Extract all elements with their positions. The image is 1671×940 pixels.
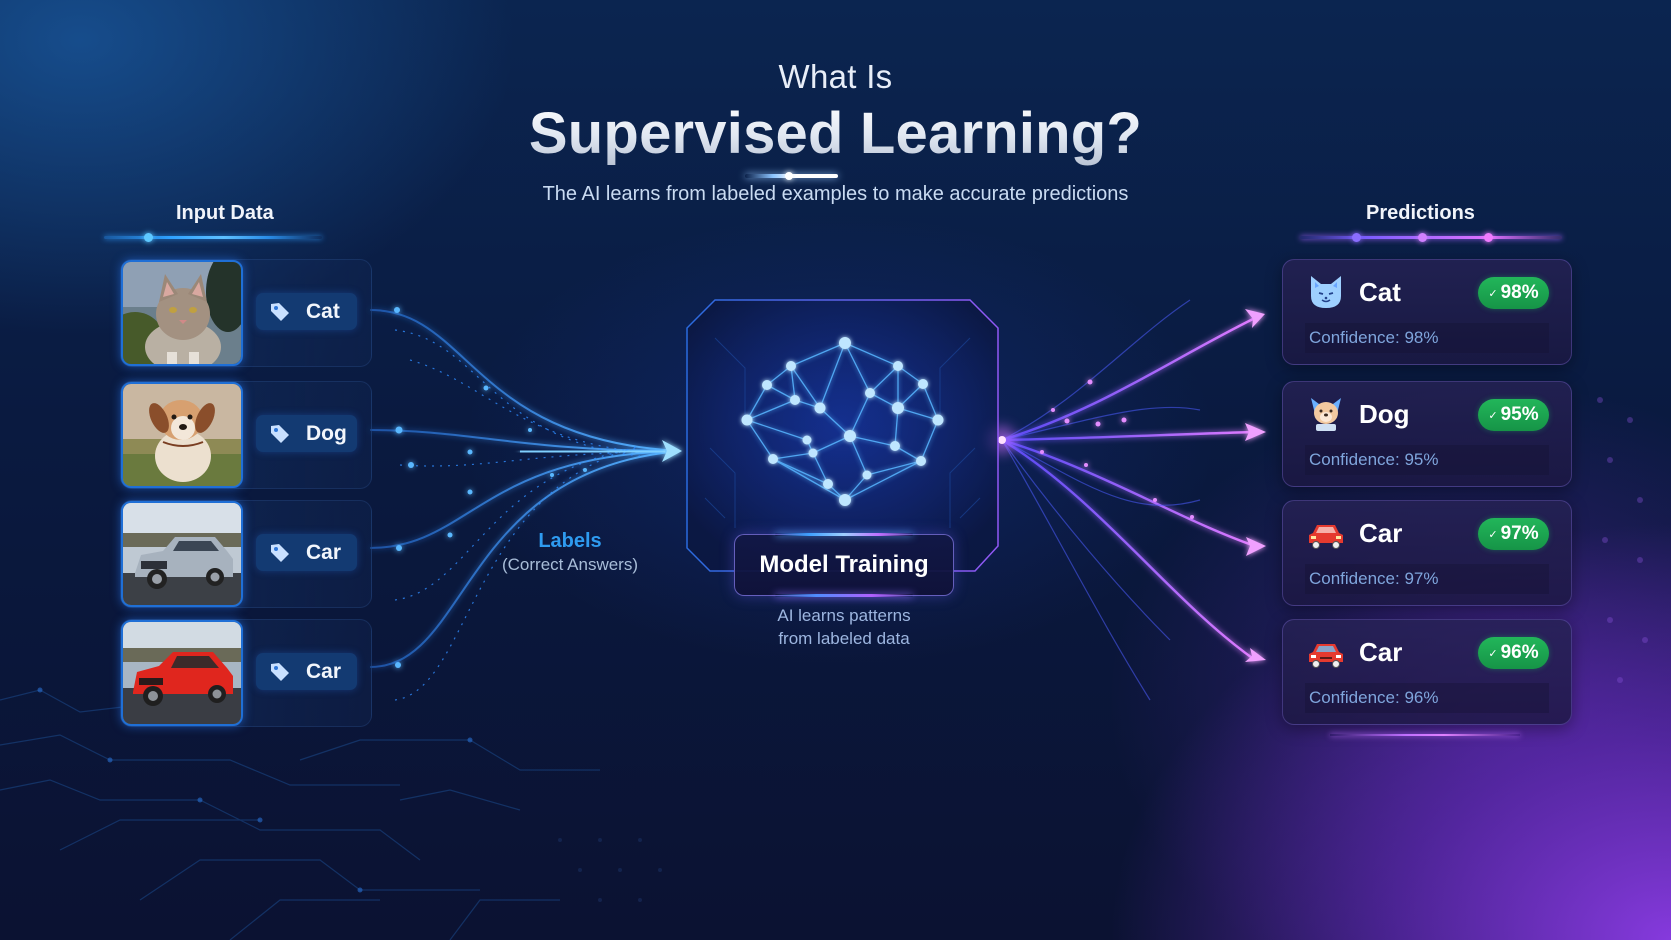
- confidence-badge: ✓96%: [1478, 637, 1549, 669]
- confidence-badge: ✓98%: [1478, 277, 1549, 309]
- confidence-text: Confidence: 98%: [1309, 328, 1439, 347]
- label-text: Car: [306, 540, 342, 564]
- badge-value: 97%: [1500, 523, 1539, 544]
- confidence-row: [1305, 323, 1549, 353]
- check-icon: ✓: [1488, 647, 1498, 660]
- dog-photo: [121, 382, 243, 488]
- labels-note-title: Labels: [538, 530, 602, 552]
- label-text: Dog: [306, 421, 347, 445]
- tag-icon: [271, 424, 289, 443]
- car-icon: [1309, 644, 1343, 668]
- prediction-label: Car: [1359, 518, 1403, 548]
- badge-value: 98%: [1500, 282, 1539, 303]
- underline-dot: [144, 233, 153, 242]
- title-underline: [745, 172, 838, 180]
- check-icon: ✓: [1488, 528, 1498, 541]
- prediction-card-car-2: Car ✓96% Confidence: 96%: [1282, 619, 1572, 725]
- page-subtitle: The AI learns from labeled examples to m…: [542, 183, 1129, 205]
- neural-network-brain-icon: [686, 299, 999, 572]
- prediction-label: Dog: [1359, 399, 1410, 429]
- labels-note-subtitle: (Correct Answers): [501, 555, 639, 574]
- prediction-label: Cat: [1359, 277, 1401, 307]
- predictions-heading-underline: [1300, 233, 1562, 242]
- input-item-dog: Dog: [120, 381, 372, 489]
- prediction-card-car: Car ✓97% Confidence: 97%: [1282, 500, 1572, 606]
- model-caption-line2: from labeled data: [778, 629, 910, 648]
- confidence-row: [1305, 564, 1549, 594]
- silver-car-photo: [121, 501, 243, 607]
- prediction-card-dog: Dog ✓95% Confidence: 95%: [1282, 381, 1572, 487]
- label-tag-dog: Dog: [256, 415, 357, 452]
- tag-icon: [271, 302, 289, 321]
- underline-dot: [1418, 233, 1427, 242]
- confidence-badge: ✓97%: [1478, 518, 1549, 550]
- prediction-label: Car: [1359, 637, 1403, 667]
- input-item-cat: Cat: [120, 259, 372, 367]
- page-title: Supervised Learning?: [0, 100, 1671, 167]
- label-tag-cat: Cat: [256, 293, 357, 330]
- confidence-row: [1305, 683, 1549, 713]
- label-tag-car: Car: [256, 534, 357, 571]
- predictions-bottom-line: [1330, 734, 1520, 736]
- label-text: Cat: [306, 299, 340, 323]
- car-icon: [1309, 525, 1343, 549]
- cat-photo: [121, 260, 243, 366]
- input-item-car-silver: Car: [120, 500, 372, 608]
- badge-value: 95%: [1500, 404, 1539, 425]
- input-data-heading: Input Data: [176, 202, 274, 224]
- check-icon: ✓: [1488, 287, 1498, 300]
- tag-icon: [271, 662, 289, 681]
- underline-dot: [1484, 233, 1493, 242]
- model-training-label: Model Training: [734, 533, 954, 597]
- predictions-heading: Predictions: [1366, 202, 1475, 224]
- check-icon: ✓: [1488, 409, 1498, 422]
- prediction-card-cat: Cat ✓98% Confidence: 98%: [1282, 259, 1572, 365]
- badge-value: 96%: [1500, 642, 1539, 663]
- confidence-row: [1305, 445, 1549, 475]
- confidence-text: Confidence: 96%: [1309, 688, 1439, 707]
- underline-dot: [785, 172, 793, 180]
- input-heading-underline: [104, 233, 322, 242]
- red-car-photo: [121, 620, 243, 726]
- confidence-badge: ✓95%: [1478, 399, 1549, 431]
- model-caption-line1: AI learns patterns: [777, 606, 911, 625]
- title-prefix: What Is: [778, 58, 893, 95]
- label-text: Car: [306, 659, 342, 683]
- confidence-text: Confidence: 95%: [1309, 450, 1439, 469]
- confidence-text: Confidence: 97%: [1309, 569, 1439, 588]
- tag-icon: [271, 543, 289, 562]
- label-tag-car: Car: [256, 653, 357, 690]
- cat-face-icon: [1311, 276, 1341, 308]
- underline-dot: [1352, 233, 1361, 242]
- dog-face-icon: [1311, 398, 1341, 431]
- input-item-car-red: Car: [120, 619, 372, 727]
